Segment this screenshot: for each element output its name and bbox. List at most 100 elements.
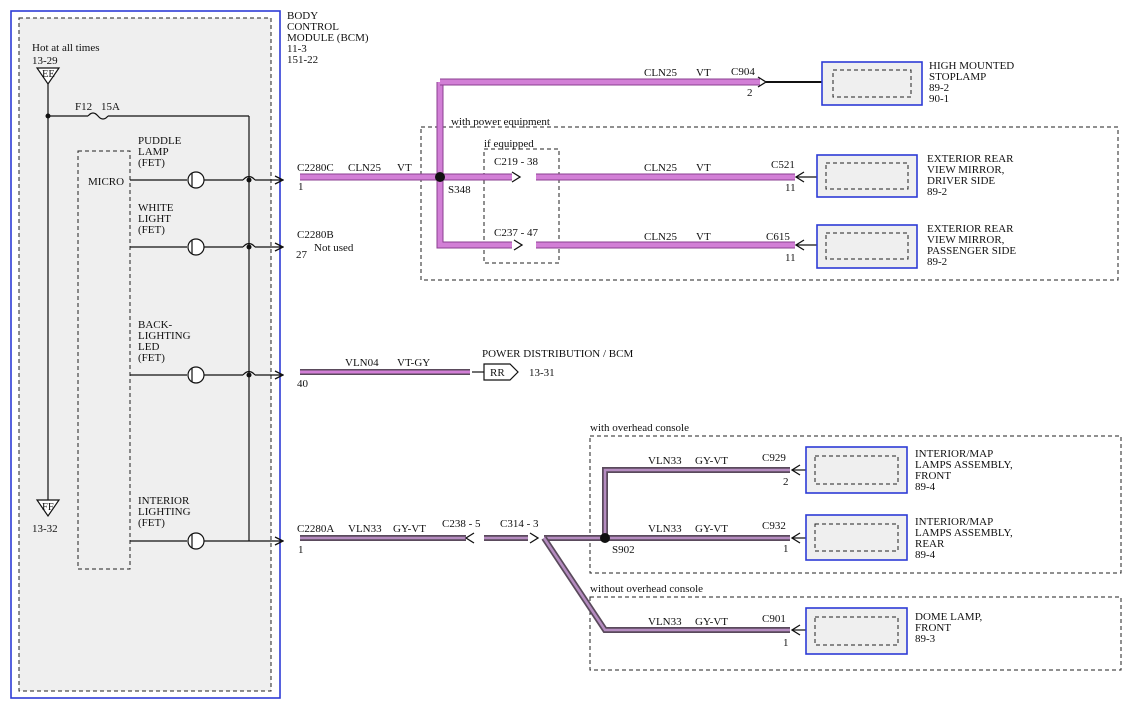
component-map-rear: INTERIOR/MAP LAMPS ASSEMBLY, REAR 89-4 — [805, 514, 1013, 561]
fet-1-l1: PUDDLE — [138, 135, 182, 147]
map-front-l2: LAMPS ASSEMBLY, — [915, 459, 1013, 471]
ee-label: EE — [42, 69, 55, 80]
c901-pin: 1 — [783, 637, 789, 649]
fuse-label: F12 — [75, 101, 92, 113]
map-front-l4: 89-4 — [915, 481, 936, 493]
s902-splice — [600, 533, 610, 543]
vt-label-2: VT — [696, 67, 711, 79]
stoplamp-l2: STOPLAMP — [929, 71, 986, 83]
s348-label: S348 — [448, 184, 471, 196]
vt-label-1: VT — [397, 162, 412, 174]
c238-label: C238 - 5 — [442, 518, 481, 530]
rr-ref: 13-31 — [529, 367, 555, 379]
c904-label: C904 — [731, 66, 755, 78]
c2280c-pin: 1 — [298, 181, 304, 193]
fet-4-l2: LIGHTING — [138, 506, 191, 518]
vt-gy-label: VT-GY — [397, 357, 430, 369]
mirror-driver-l3: DRIVER SIDE — [927, 175, 995, 187]
dome-l1: DOME LAMP, — [915, 611, 982, 623]
bcm-module: MICRO Hot at all times 13-29 EE FF 13-32… — [10, 10, 283, 699]
mirror-driver-l4: 89-2 — [927, 186, 947, 198]
c2280a-pin: 1 — [298, 544, 304, 556]
gy-vt-label-4: GY-VT — [695, 616, 728, 628]
overhead-group — [589, 435, 1122, 574]
bcm-ref-2: 151-22 — [287, 54, 318, 66]
no-overhead-label: without overhead console — [590, 583, 703, 595]
c615-pin: 11 — [785, 252, 796, 264]
bcm-inner-box — [18, 17, 272, 692]
fet-icon — [187, 532, 205, 550]
vln33-circuit — [300, 464, 806, 636]
fet-3-l3: LED — [138, 341, 159, 353]
component-map-front: INTERIOR/MAP LAMPS ASSEMBLY, FRONT 89-4 — [805, 446, 1013, 494]
mirror-driver-l1: EXTERIOR REAR — [927, 153, 1014, 165]
dome-l2: FRONT — [915, 622, 951, 634]
fet-4-l1: INTERIOR — [138, 495, 190, 507]
micro-box — [77, 150, 131, 570]
ff-ref: 13-32 — [32, 523, 58, 535]
fet-icon — [187, 238, 205, 256]
power-equipment-label: with power equipment — [451, 116, 550, 128]
vt-label-3: VT — [696, 162, 711, 174]
if-equipped-group — [483, 148, 560, 264]
mirror-pass-l2: VIEW MIRROR, — [927, 234, 1005, 246]
c2280c-label: C2280C — [297, 162, 334, 174]
hot-label: Hot at all times — [32, 42, 100, 54]
map-rear-l1: INTERIOR/MAP — [915, 516, 993, 528]
c901-label: C901 — [762, 613, 786, 625]
fet-2-l2: LIGHT — [138, 213, 171, 225]
mirror-pass-l4: 89-2 — [927, 256, 947, 268]
stoplamp-l1: HIGH MOUNTED — [929, 60, 1014, 72]
component-stoplamp: HIGH MOUNTED STOPLAMP 89-2 90-1 — [821, 60, 1014, 106]
fet-1-l3: (FET) — [138, 157, 165, 169]
c521-pin: 11 — [785, 182, 796, 194]
vln33-label-2: VLN33 — [648, 455, 682, 467]
fet-2-l3: (FET) — [138, 224, 165, 236]
c929-pin: 2 — [783, 476, 789, 488]
c904-pin: 2 — [747, 87, 753, 99]
s348-splice — [435, 172, 445, 182]
c615-label: C615 — [766, 231, 790, 243]
mirror-pass-l3: PASSENGER SIDE — [927, 245, 1016, 257]
hot-ref: 13-29 — [32, 55, 58, 67]
fet-1-l2: LAMP — [138, 146, 169, 158]
bcm-ref-1: 11-3 — [287, 43, 307, 55]
c929-label: C929 — [762, 452, 786, 464]
bcm-title-2: CONTROL — [287, 21, 339, 33]
micro-label: MICRO — [88, 176, 124, 188]
c932-label: C932 — [762, 520, 786, 532]
component-mirror-passenger: EXTERIOR REAR VIEW MIRROR, PASSENGER SID… — [816, 223, 1016, 269]
c2280b-label: C2280B — [297, 229, 334, 241]
no-overhead-group — [589, 596, 1122, 671]
gy-vt-label-2: GY-VT — [695, 455, 728, 467]
cln25-circuit — [300, 76, 822, 251]
fuse-icon — [87, 112, 109, 120]
component-dome-lamp: DOME LAMP, FRONT 89-3 — [805, 607, 982, 655]
vln04-label: VLN04 — [345, 357, 379, 369]
fet-icon — [187, 171, 205, 189]
mirror-driver-l2: VIEW MIRROR, — [927, 164, 1005, 176]
not-used-label: Not used — [314, 242, 354, 254]
stoplamp-l3: 89-2 — [929, 82, 949, 94]
ee-terminal-icon — [35, 67, 61, 86]
fet-3-l1: BACK- — [138, 319, 173, 331]
c2280b-pin: 27 — [296, 249, 308, 261]
c314-label: C314 - 3 — [500, 518, 539, 530]
fet-row-3 — [130, 366, 283, 384]
fet-3-l2: LIGHTING — [138, 330, 191, 342]
fet-4-l3: (FET) — [138, 517, 165, 529]
fet-2-l1: WHITE — [138, 202, 174, 214]
overhead-label: with overhead console — [590, 422, 689, 434]
fet-icon — [187, 366, 205, 384]
c932-pin: 1 — [783, 543, 789, 555]
if-equipped-label: if equipped — [484, 138, 534, 150]
map-rear-l3: REAR — [915, 538, 945, 550]
c521-label: C521 — [771, 159, 795, 171]
vt-label-4: VT — [696, 231, 711, 243]
dome-l3: 89-3 — [915, 633, 936, 645]
fet-row-4 — [130, 532, 283, 550]
power-dist-label: POWER DISTRIBUTION / BCM — [482, 348, 633, 360]
map-front-l1: INTERIOR/MAP — [915, 448, 993, 460]
fuse-rating: 15A — [101, 101, 120, 113]
